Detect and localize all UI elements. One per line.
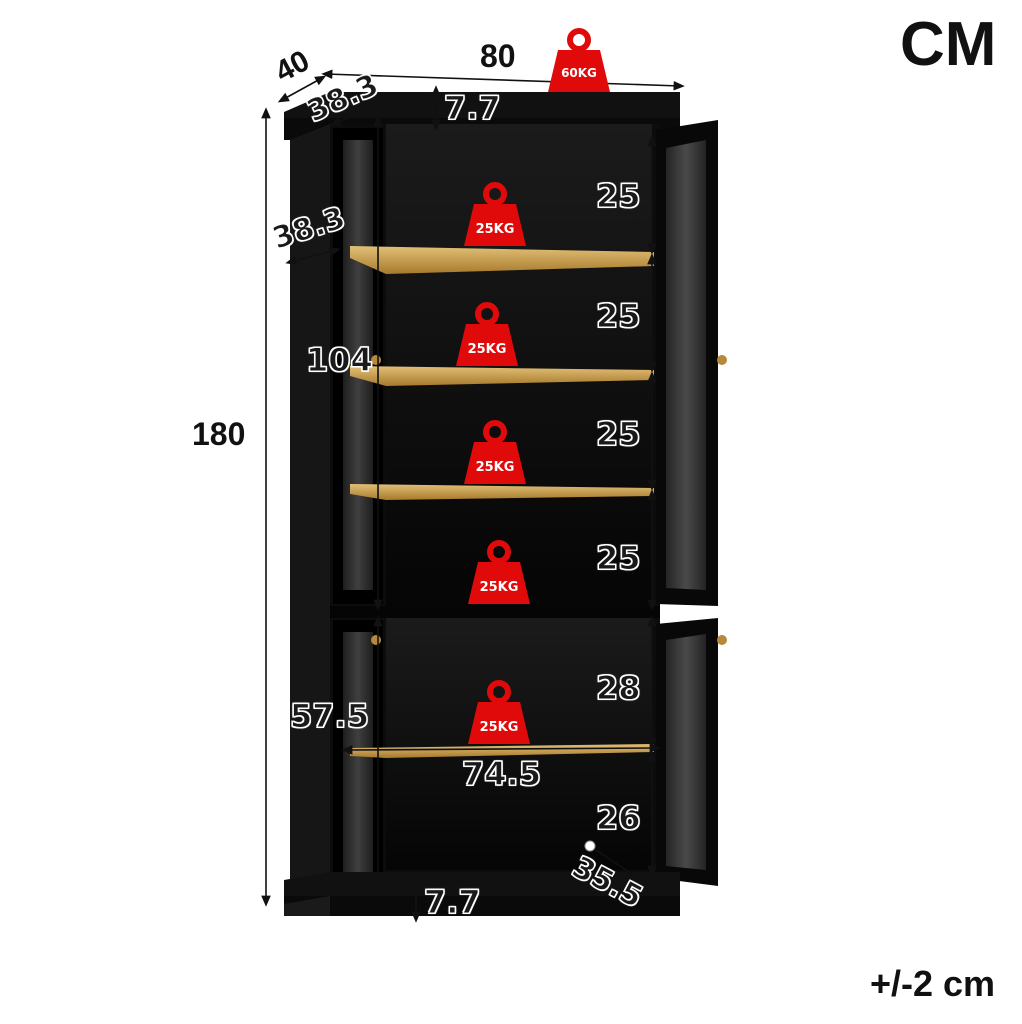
weight-icon-top: 60KG (544, 28, 614, 92)
weight-label-shelf-3: 25KG (475, 460, 515, 475)
right-door-lower (656, 618, 727, 886)
weight-icon-shelf-2: 25KG (452, 302, 522, 366)
shelf-2 (350, 366, 654, 386)
upper-height-label: 104 (306, 341, 374, 379)
total-height-label: 180 (192, 416, 246, 452)
shelf-gap-label-1: 25 (596, 177, 642, 215)
dimension-lines (261, 69, 685, 923)
shelf-gap-label-2: 25 (596, 297, 642, 335)
door-depth-dot (584, 840, 596, 852)
cabinet-base (284, 872, 680, 916)
weight-label-shelf-5: 25KG (479, 720, 519, 735)
right-door-upper (656, 120, 727, 606)
left-lower-knob (371, 635, 381, 645)
door-depth-line (589, 845, 648, 885)
weight-label-shelf-2: 25KG (467, 342, 507, 357)
inner-depth-side-line (285, 246, 341, 266)
weight-icon-shelf-5: 25KG (464, 680, 534, 744)
weight-label-shelf-4: 25KG (479, 580, 519, 595)
shelf-3 (350, 484, 654, 500)
bottom-gap-label: 7.7 (424, 883, 482, 921)
shelf-gap-label-3: 25 (596, 415, 642, 453)
depth-line (277, 75, 327, 103)
lower-height-label: 57.5 (290, 697, 370, 735)
shelf-gap-label-4: 25 (596, 539, 642, 577)
width-line (321, 69, 685, 91)
top-gap-label: 7.7 (444, 89, 502, 127)
shelf-gap-label-5: 28 (596, 669, 642, 707)
weight-label-top: 60KG (561, 66, 597, 80)
shelf-width-line (341, 743, 661, 755)
inner-depth-top-line (329, 102, 385, 126)
tolerance-label: +/-2 cm (870, 963, 996, 1004)
weight-icon-shelf-1: 25KG (460, 182, 530, 246)
width-label: 80 (480, 38, 516, 74)
shelf-1 (350, 246, 654, 274)
shelf-width-label: 74.5 (462, 755, 542, 793)
shelf-gap-label-6: 26 (596, 799, 642, 837)
weight-icon-shelf-3: 25KG (460, 420, 530, 484)
weight-label-shelf-1: 25KG (475, 222, 515, 237)
unit-label: CM (900, 10, 997, 79)
weight-icon-shelf-4: 25KG (464, 540, 534, 604)
